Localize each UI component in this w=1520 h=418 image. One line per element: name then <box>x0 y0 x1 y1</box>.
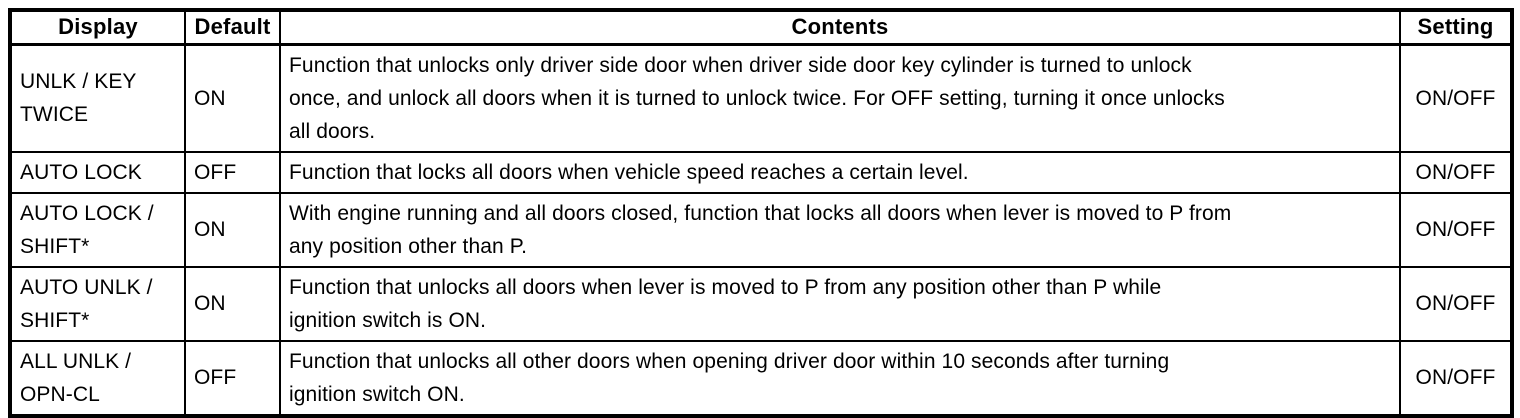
table-row: AUTO LOCK OFF Function that locks all do… <box>9 150 1513 194</box>
default-cell: ON <box>184 43 281 153</box>
display-cell: AUTO LOCK / SHIFT* <box>9 191 186 268</box>
table-row: ALL UNLK / OPN-CL OFF Function that unlo… <box>9 339 1513 417</box>
setting-cell: ON/OFF <box>1399 43 1513 153</box>
default-cell: OFF <box>184 339 281 417</box>
contents-cell: Function that unlocks only driver side d… <box>279 43 1401 153</box>
contents-cell: Function that locks all doors when vehic… <box>279 150 1401 194</box>
setting-cell: ON/OFF <box>1399 150 1513 194</box>
display-cell: AUTO UNLK / SHIFT* <box>9 265 186 342</box>
setting-cell: ON/OFF <box>1399 191 1513 268</box>
table-row: AUTO UNLK / SHIFT* ON Function that unlo… <box>9 265 1513 342</box>
setting-cell: ON/OFF <box>1399 339 1513 417</box>
setting-cell: ON/OFF <box>1399 265 1513 342</box>
display-cell: ALL UNLK / OPN-CL <box>9 339 186 417</box>
table-row: UNLK / KEY TWICE ON Function that unlock… <box>9 43 1513 153</box>
table-header-row: Display Default Contents Setting <box>9 9 1513 46</box>
display-cell: AUTO LOCK <box>9 150 186 194</box>
display-cell: UNLK / KEY TWICE <box>9 43 186 153</box>
default-cell: ON <box>184 191 281 268</box>
contents-cell: Function that unlocks all other doors wh… <box>279 339 1401 417</box>
column-header-contents: Contents <box>279 9 1401 46</box>
contents-cell: With engine running and all doors closed… <box>279 191 1401 268</box>
contents-cell: Function that unlocks all doors when lev… <box>279 265 1401 342</box>
table-row: AUTO LOCK / SHIFT* ON With engine runnin… <box>9 191 1513 268</box>
column-header-default: Default <box>184 9 281 46</box>
column-header-display: Display <box>9 9 186 46</box>
door-lock-settings-table: Display Default Contents Setting UNLK / … <box>8 8 1514 418</box>
default-cell: OFF <box>184 150 281 194</box>
column-header-setting: Setting <box>1399 9 1513 46</box>
default-cell: ON <box>184 265 281 342</box>
